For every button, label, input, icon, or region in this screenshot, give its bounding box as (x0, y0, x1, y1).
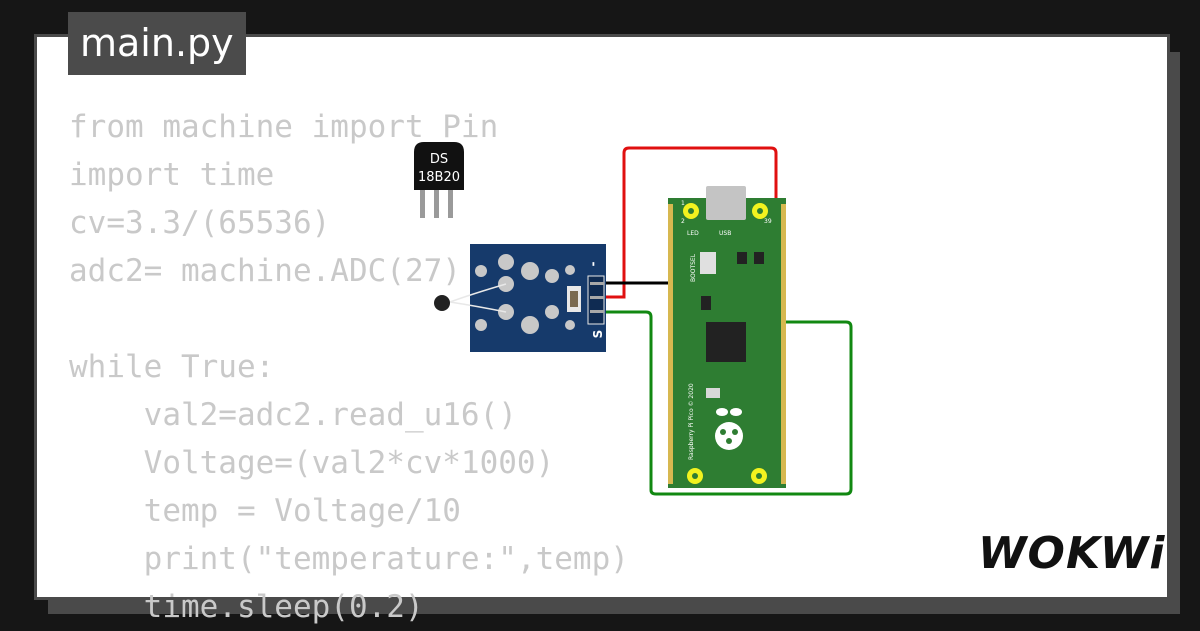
pin-1-label: 1 (681, 200, 685, 207)
red-wire (604, 146, 778, 299)
code-line: time.sleep(0.2) (69, 589, 424, 625)
pico-left-pins (668, 204, 673, 484)
wokwi-logo: WOKWi (978, 528, 1166, 579)
code-line: cv=3.3/(65536) (69, 205, 331, 241)
sensor-label-line1: DS (430, 152, 448, 167)
pin-39-label: 39 (764, 218, 772, 225)
thermistor-module[interactable]: - S (434, 244, 606, 352)
usb-connector (706, 186, 746, 220)
rp2040-chip (706, 322, 746, 362)
file-tab[interactable]: main.py (68, 12, 246, 75)
board-name-label: Raspberry Pi Pico © 2020 (688, 383, 695, 460)
code-line: temp = Voltage/10 (69, 493, 461, 529)
code-line: from machine import Pin (69, 109, 499, 145)
pico-right-pins (781, 204, 786, 484)
code-line: val2=adc2.read_u16() (69, 397, 517, 433)
raspberry-logo-icon (715, 408, 743, 450)
module-minus-label: - (587, 262, 601, 267)
code-preview: from machine import Pin import time cv=3.3… (69, 103, 629, 631)
code-line: while True: (69, 349, 275, 385)
sensor-label-line2: 18B20 (418, 170, 460, 185)
green-wire (604, 310, 853, 496)
bootsel-label: BOOTSEL (690, 253, 697, 282)
pin-2-label: 2 (681, 218, 685, 225)
bootsel-button[interactable] (700, 252, 716, 274)
code-line: print("temperature:",temp) (69, 541, 629, 577)
code-line: adc2= machine.ADC(27) (69, 253, 461, 289)
ds18b20-sensor[interactable]: DS 18B20 (414, 142, 464, 218)
usb-label: USB (719, 230, 731, 237)
thermistor-bead (434, 295, 450, 311)
raspberry-pi-pico[interactable]: 1 2 39 LED USB BOOTSEL Raspberry Pi Pico… (668, 186, 786, 488)
code-line: Voltage=(val2*cv*1000) (69, 445, 555, 481)
module-signal-label: S (591, 330, 605, 339)
code-line: import time (69, 157, 275, 193)
led-label: LED (687, 230, 699, 237)
